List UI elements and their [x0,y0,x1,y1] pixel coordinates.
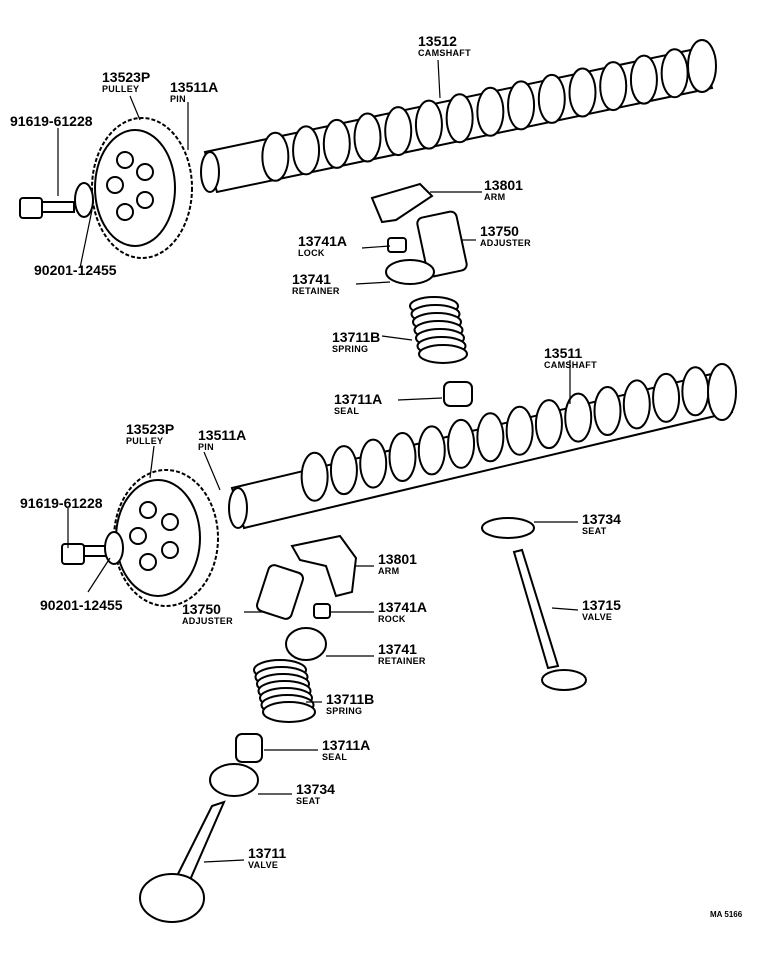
spring-coil [418,344,468,364]
label-91619-61228-lower: 91619-61228 [20,495,103,511]
cam-lobe [476,86,505,137]
cam-lobe [505,405,534,456]
figure-code: MA 5166 [710,910,743,919]
cam-lobe [507,80,536,131]
label-90201-12455-lower: 90201-12455 [40,597,123,613]
cam-lobe [652,372,681,423]
cam-lobe [593,386,622,436]
lower-bolt-drawing [61,531,124,565]
lower-adjuster-drawing [256,564,304,620]
lower-camshaft-drawing [228,363,737,530]
cam-lobe [322,118,351,169]
lower-retainer-drawing [285,627,327,661]
upper-lock-drawing [387,237,407,253]
upper-rocker-arm-drawing [370,182,434,224]
cam-lobe [476,412,505,463]
cam-lobe [329,445,358,496]
upper-spring-drawing [409,296,468,364]
cam-lobe [300,451,329,502]
lower-spring-drawing [253,659,316,723]
lower-seat-drawing [209,763,259,797]
cam-lobe [445,93,474,144]
cam-lobe [414,99,443,150]
cam-lobe [629,54,658,105]
cam-lobe [447,418,476,469]
lower-rock-drawing [313,603,331,619]
cam-lobe [388,432,417,482]
upper-retainer-drawing [385,259,435,285]
upper-adjuster-drawing [416,210,468,278]
cam-lobe [568,67,597,118]
cam-lobe [384,106,413,157]
label-90201-12455-upper: 90201-12455 [34,262,117,278]
upper-seal-drawing [443,381,473,407]
upper-camshaft-drawing [200,39,717,194]
lower-rocker-arm-drawing [290,534,358,598]
cam-lobe [359,438,388,489]
lower-pulley-drawing [113,469,219,607]
label-91619-61228-upper: 91619-61228 [10,113,93,129]
right-valve-drawing [512,548,587,691]
leader-lines [57,59,579,863]
upper-pulley-drawing [91,117,193,259]
cam-lobe [537,73,566,124]
cam-lobe [292,125,321,176]
cam-lobe [353,112,382,163]
cam-lobe [681,366,710,417]
spring-coil [262,701,316,723]
cam-lobe [564,392,593,443]
cam-lobe [534,399,563,450]
cam-lobe [622,379,651,430]
cam-lobe [599,61,628,112]
cam-lobe [660,48,689,99]
cam-lobe [417,425,446,476]
right-seat-drawing [481,517,535,539]
cam-lobe [261,131,290,182]
lower-valve-drawing [139,800,226,923]
upper-bolt-drawing [19,182,94,219]
lower-seal-drawing [235,733,263,763]
